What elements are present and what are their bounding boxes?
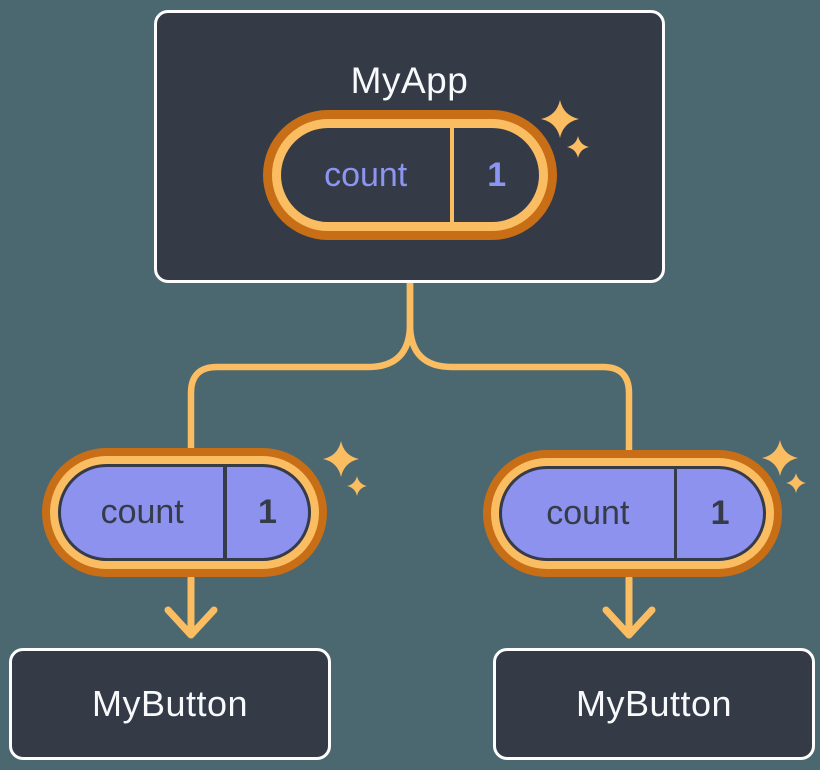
component-node-mybutton-left: MyButton <box>9 648 331 760</box>
prop-pill-left: count 1 <box>58 464 311 561</box>
prop-arrowhead-left <box>164 606 218 639</box>
branch-line-left <box>187 280 414 456</box>
prop-arrowhead-right <box>602 606 656 639</box>
state-value: 1 <box>487 155 507 194</box>
prop-value: 1 <box>257 493 277 531</box>
pill-divider <box>223 467 227 558</box>
component-node-mybutton-right: MyButton <box>493 648 815 760</box>
prop-name: count <box>100 493 184 531</box>
state-name: count <box>324 155 408 194</box>
pill-divider <box>673 469 678 558</box>
leaf-title: MyButton <box>91 683 249 724</box>
sparkle-icon <box>323 441 367 496</box>
prop-pill-right: count 1 <box>499 466 766 561</box>
sparkle-icon <box>541 100 589 158</box>
prop-name: count <box>546 494 630 532</box>
pill-divider <box>450 128 455 222</box>
prop-value: 1 <box>710 494 730 532</box>
sparkle-icon <box>762 440 806 493</box>
state-pill: count 1 <box>272 119 548 231</box>
root-title: MyApp <box>350 60 469 101</box>
leaf-title: MyButton <box>575 683 733 724</box>
branch-line-right <box>406 280 633 456</box>
